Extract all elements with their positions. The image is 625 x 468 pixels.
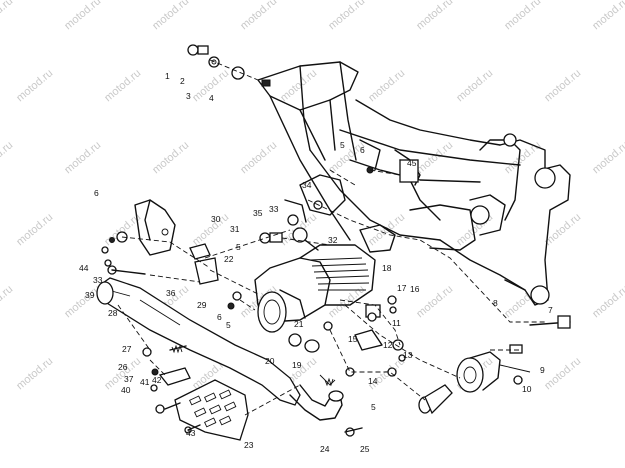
callout-5: 5 <box>340 140 345 150</box>
callout-44: 44 <box>79 263 89 273</box>
exhaust-pipe <box>289 374 344 421</box>
watermark-text: motod.ru <box>0 139 15 176</box>
callout-24: 24 <box>320 444 330 454</box>
muffler <box>96 277 301 406</box>
callout-3: 3 <box>186 91 191 101</box>
callout-33: 33 <box>93 275 103 285</box>
callout-40: 40 <box>121 385 131 395</box>
callout-10: 10 <box>522 384 532 394</box>
callout-39: 39 <box>85 290 95 300</box>
watermark-text: motod.ru <box>238 139 279 176</box>
callout-30: 30 <box>211 214 221 224</box>
heat-shield <box>174 379 249 441</box>
callout-21: 21 <box>294 319 304 329</box>
fasteners <box>101 44 571 437</box>
callout-13: 13 <box>403 350 413 360</box>
watermark-text: motod.ru <box>502 0 543 32</box>
callout-19: 19 <box>292 360 302 370</box>
watermark-text: motod.ru <box>102 67 143 104</box>
callout-16: 16 <box>410 284 420 294</box>
callout-32: 32 <box>328 235 338 245</box>
callout-4: 4 <box>209 93 214 103</box>
callout-33: 33 <box>269 204 279 214</box>
watermark-text: motod.ru <box>150 139 191 176</box>
watermark-text: motod.ru <box>0 0 15 32</box>
watermark-text: motod.ru <box>238 0 279 32</box>
callout-25: 25 <box>360 444 370 454</box>
watermark-text: motod.ru <box>0 283 15 320</box>
callout-5: 5 <box>371 402 376 412</box>
watermark-text: motod.ru <box>326 0 367 32</box>
callout-35: 35 <box>253 208 263 218</box>
watermark-text: motod.ru <box>14 67 55 104</box>
callout-2: 2 <box>180 76 185 86</box>
watermark-text: motod.ru <box>454 67 495 104</box>
callout-36: 36 <box>166 288 176 298</box>
callout-15: 15 <box>348 334 358 344</box>
callout-29: 29 <box>197 300 207 310</box>
watermark-text: motod.ru <box>62 0 103 32</box>
callout-42: 42 <box>152 375 162 385</box>
callout-20: 20 <box>265 356 275 366</box>
callout-34: 34 <box>302 180 312 190</box>
watermark-text: motod.ru <box>590 139 625 176</box>
callout-14: 14 <box>368 376 378 386</box>
watermark-text: motod.ru <box>542 67 583 104</box>
starter-clutch <box>418 351 531 415</box>
callout-1: 1 <box>165 71 170 81</box>
callout-22: 22 <box>224 254 234 264</box>
watermark-text: motod.ru <box>414 0 455 32</box>
callout-28: 28 <box>108 308 118 318</box>
callout-41: 41 <box>140 377 150 387</box>
watermark-text: motod.ru <box>14 211 55 248</box>
watermark-text: motod.ru <box>14 355 55 392</box>
lower-bracket <box>158 367 191 386</box>
callout-45: 45 <box>407 158 417 168</box>
callout-labels: 1 2 3 4 5 5 5 5 6 6 6 7 8 9 10 11 12 13 … <box>79 71 553 454</box>
watermark-text: motod.ru <box>542 355 583 392</box>
watermark-text: motod.ru <box>278 67 319 104</box>
frame <box>257 61 571 306</box>
left-bracket <box>134 199 176 256</box>
callout-43: 43 <box>186 428 196 438</box>
callout-27: 27 <box>122 344 132 354</box>
callout-6: 6 <box>360 145 365 155</box>
callout-7: 7 <box>548 305 553 315</box>
callout-12: 12 <box>383 340 393 350</box>
callout-5: 5 <box>226 320 231 330</box>
watermark-text: motod.ru <box>62 139 103 176</box>
leader-lines <box>117 59 545 416</box>
callout-9: 9 <box>540 365 545 375</box>
callout-23: 23 <box>244 440 254 450</box>
callout-17: 17 <box>397 283 407 293</box>
callout-6: 6 <box>217 312 222 322</box>
watermark-text: motod.ru <box>590 0 625 32</box>
watermark-text: motod.ru <box>150 0 191 32</box>
watermark-text: motod.ru <box>366 67 407 104</box>
watermark-text: motod.ru <box>414 139 455 176</box>
watermark-text: motod.ru <box>590 283 625 320</box>
callout-5: 5 <box>236 242 241 252</box>
callout-18: 18 <box>382 263 392 273</box>
callout-6: 6 <box>94 188 99 198</box>
watermark-text: motod.ru <box>414 283 455 320</box>
callout-11: 11 <box>392 318 401 328</box>
callout-37: 37 <box>124 374 134 384</box>
callout-26: 26 <box>118 362 128 372</box>
watermark-text: motod.ru <box>326 283 367 320</box>
callout-31: 31 <box>230 224 240 234</box>
callout-8: 8 <box>493 298 498 308</box>
